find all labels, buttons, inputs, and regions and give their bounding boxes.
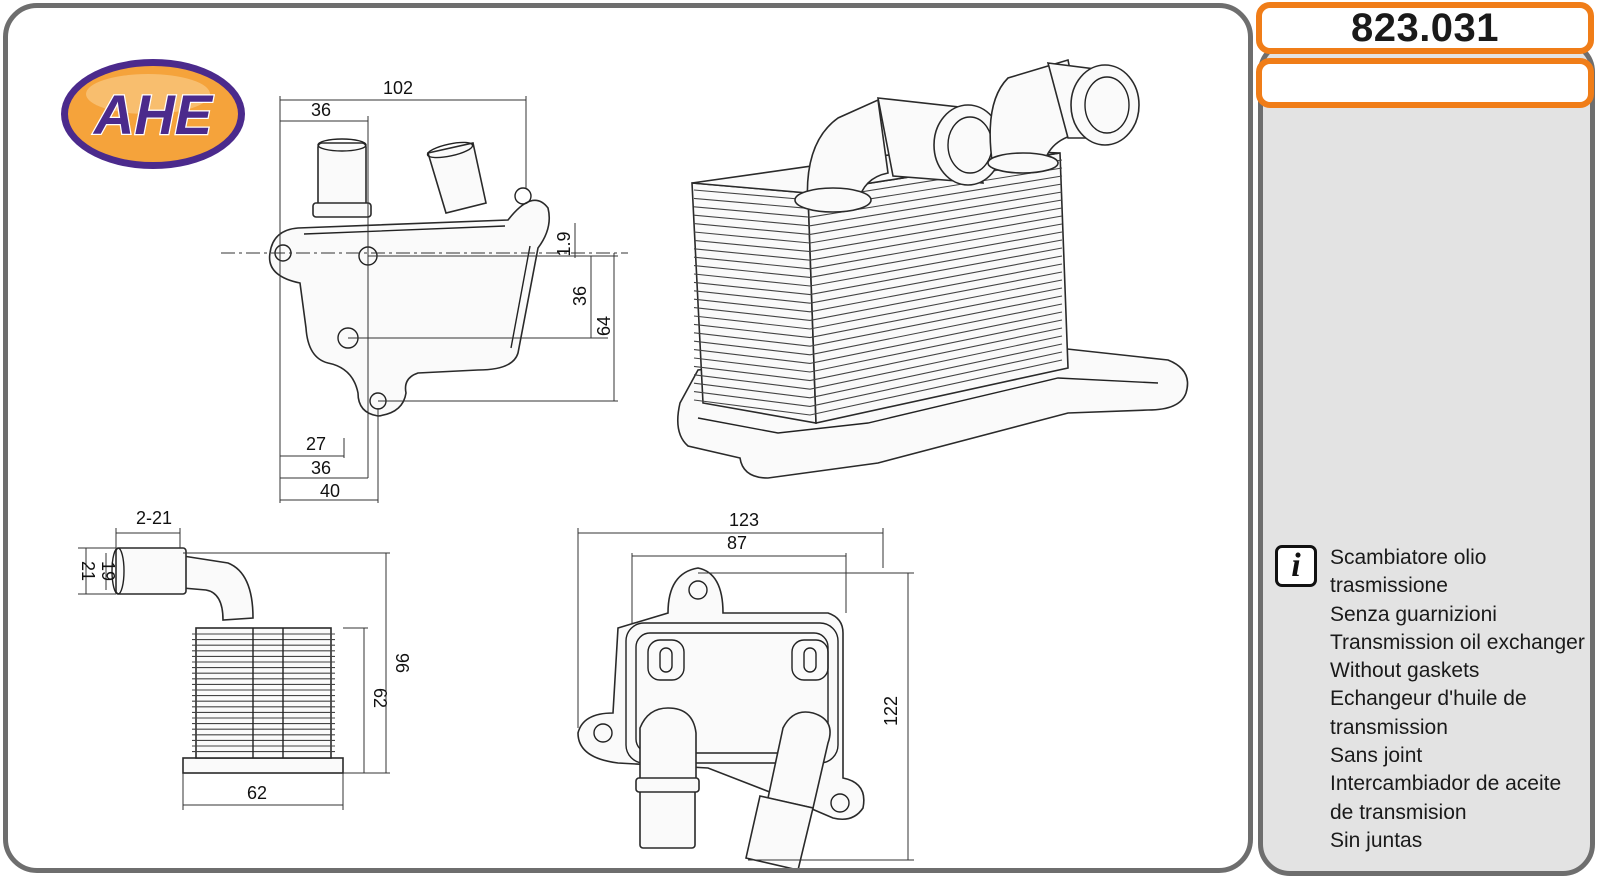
description-line: Sin juntas <box>1330 828 1423 852</box>
dim-side-pipe-spec: 2-21 <box>136 508 172 528</box>
dim-front-height: 122 <box>881 696 901 726</box>
dim-side-height-total: 96 <box>392 653 412 673</box>
dim-top-width-total: 102 <box>383 78 413 98</box>
info-panel <box>1258 40 1595 876</box>
dim-front-width-inner: 87 <box>727 533 747 553</box>
front-view: 123 87 122 <box>577 510 914 868</box>
drawing-panel: AHE <box>3 3 1253 873</box>
dim-top-width-port: 36 <box>311 100 331 120</box>
dim-side-pipe-outer: 21 <box>78 561 98 581</box>
blank-label-box <box>1256 58 1594 108</box>
dim-front-width-total: 123 <box>729 510 759 530</box>
description-line: Scambiatore olio <box>1330 546 1487 569</box>
technical-drawing: AHE <box>61 58 1189 868</box>
side-view: 2-21 21 19 96 62 62 <box>78 508 412 810</box>
description-line: Senza guarnizioni <box>1330 602 1497 626</box>
description-line: Echangeur d'huile de <box>1330 687 1527 711</box>
description-line: Without gaskets <box>1330 659 1480 683</box>
dim-side-width: 62 <box>247 783 267 803</box>
part-number: 823.031 <box>1350 5 1500 50</box>
description-line: de transmision <box>1330 800 1467 824</box>
description-line: transmission <box>1330 715 1448 739</box>
dim-top-height-total: 64 <box>594 316 614 336</box>
dim-top-bottom-c: 40 <box>320 481 340 501</box>
dim-side-pipe-inner: 19 <box>98 561 118 581</box>
description-list: Scambiatore olio trasmissione Senza guar… <box>1330 544 1585 855</box>
description-line: Transmission oil exchanger <box>1330 630 1585 654</box>
part-number-box: 823.031 <box>1256 2 1594 54</box>
top-view: 102 36 27 36 40 1.9 36 64 <box>221 78 628 503</box>
dim-top-height-mid: 36 <box>570 286 590 306</box>
dim-top-bottom-a: 27 <box>306 434 326 454</box>
logo-text: AHE <box>92 83 214 146</box>
description-line: Sans joint <box>1330 744 1423 768</box>
dim-top-height-offset: 1.9 <box>554 231 574 256</box>
dim-side-height-body: 62 <box>370 688 390 708</box>
info-icon: i <box>1275 545 1317 587</box>
info-icon-glyph: i <box>1291 547 1301 584</box>
description-line: Intercambiador de aceite <box>1330 772 1562 796</box>
dim-top-bottom-b: 36 <box>311 458 331 478</box>
isometric-view <box>677 58 1189 479</box>
ahe-logo: AHE <box>61 59 245 169</box>
description-line: trasmissione <box>1330 574 1448 598</box>
